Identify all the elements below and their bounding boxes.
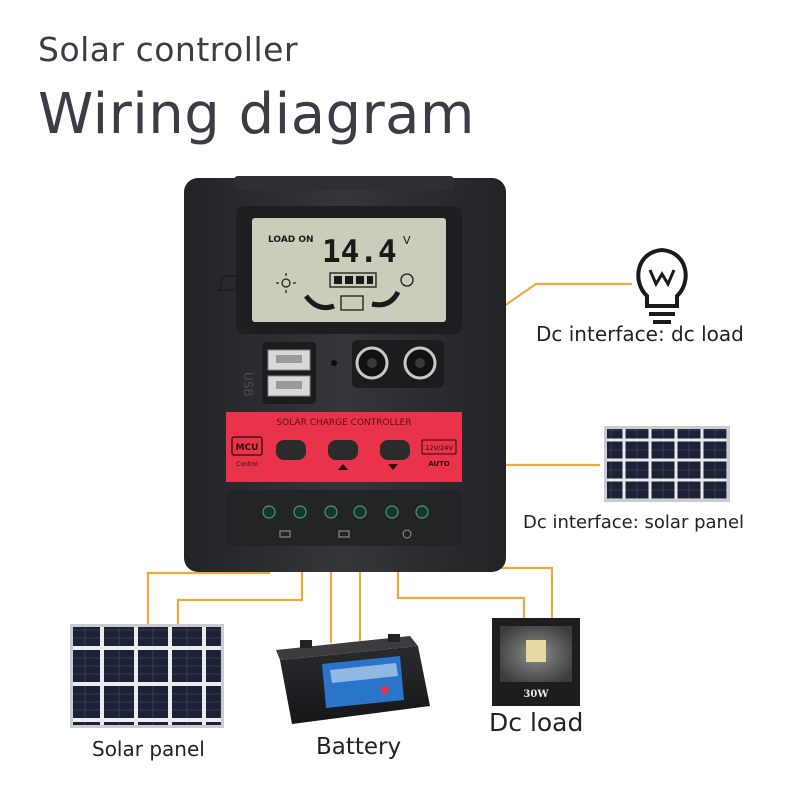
terminal-strip: [226, 490, 462, 546]
mcu-sub: Control: [236, 461, 258, 468]
usb-label: USB: [241, 372, 255, 397]
lcd-unit: V: [403, 234, 411, 247]
label-solar-panel: Solar panel: [92, 737, 205, 761]
diagram-subtitle: Solar controller: [38, 30, 299, 69]
solar-panel-image: [70, 624, 224, 728]
solar-panel-interface-image: [604, 426, 730, 502]
lcd-status: LOAD ON: [268, 235, 314, 245]
down-button: [380, 440, 410, 460]
down-arrow-icon: [388, 464, 398, 470]
bulb-icon: [636, 247, 688, 324]
battery-image: [276, 634, 430, 724]
terminal-symbols: [279, 529, 412, 539]
mode-sub: AUTO: [428, 460, 450, 468]
lcd-bulb-icon: [400, 273, 414, 287]
terminal-screws: [262, 505, 429, 519]
up-button: [328, 440, 358, 460]
floodlight-power: 30W: [523, 689, 549, 700]
mode-badge: [421, 439, 457, 455]
diagram-title: Wiring diagram: [38, 82, 475, 147]
label-solar-panel-interface: Dc interface: solar panel: [523, 512, 745, 533]
floodlight-image: 30W: [492, 618, 580, 706]
label-battery: Battery: [316, 734, 402, 760]
lcd-arrow-right-icon: [371, 290, 401, 308]
up-arrow-icon: [338, 464, 348, 470]
lcd-voltage: 14.4: [322, 234, 397, 270]
label-dc-load-interface: Dc interface: dc load: [536, 322, 744, 346]
indicator-led: [331, 360, 337, 366]
lcd-battery-icon: [340, 295, 364, 311]
label-dc-load: Dc load: [489, 708, 584, 737]
lcd-arrow-left-icon: [304, 294, 335, 311]
mcu-label: MCU: [236, 443, 259, 453]
lcd-panel-icon: [218, 275, 240, 291]
panel-title: SOLAR CHARGE CONTROLLER: [276, 418, 411, 428]
lcd-battery-bars-icon: [329, 272, 377, 288]
lcd-sun-icon: [276, 273, 296, 293]
charge-controller: LOAD ON 14.4 V USB: [184, 176, 506, 572]
lcd-battery-segments: [334, 276, 373, 284]
mode-label: 12V/24V: [425, 444, 453, 452]
menu-button: [276, 440, 306, 460]
mcu-badge: [231, 436, 263, 456]
wire-solar-panel-2: [176, 545, 304, 628]
